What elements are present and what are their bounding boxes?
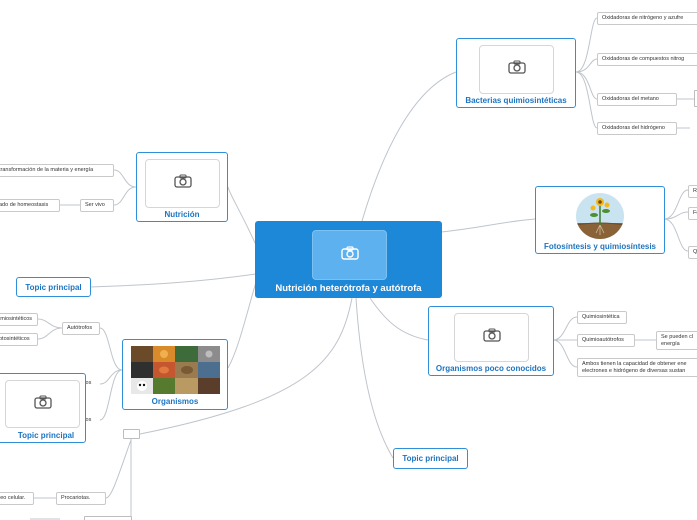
animals-collage [131, 346, 220, 394]
leaf-quimiosinteticos[interactable]: imiosintéticos [0, 313, 38, 326]
link-central-bacterias [361, 71, 457, 222]
camera-icon [33, 394, 52, 414]
topic-principal-left-box[interactable]: Topic principal [0, 373, 86, 443]
leaf-estado-homeostasis[interactable]: ado de homeostasis [0, 199, 60, 212]
leaf-fotosinteticos[interactable]: otosintéticos [0, 333, 38, 346]
central-title: Nutrición heterótrofa y autótrofa [275, 283, 422, 294]
camera-icon [507, 60, 526, 79]
leaf-oxidadoras-hidrogeno[interactable]: Oxidadoras del hidrógeno [597, 122, 677, 135]
leaf-quimioautotrofos[interactable]: Quimioautótrofos [577, 334, 635, 347]
leaf-fotosintesis-fo[interactable]: Fo [688, 207, 697, 220]
topic-left-image-placeholder [5, 380, 80, 428]
leaf-procariotas[interactable]: Procariotas. [56, 492, 106, 505]
organismos-poco-image-placeholder [454, 313, 529, 362]
topic-organismos-poco-conocidos[interactable]: Organismos poco conocidos [428, 306, 554, 376]
leaf-nucleo-celular[interactable]: leo celular. [0, 492, 34, 505]
leaf-fotosintesis-re[interactable]: Re [688, 185, 697, 198]
leaf-ambos-tienen[interactable]: Ambos tienen la capacidad de obtener ene… [577, 358, 697, 377]
nutricion-image-placeholder [145, 159, 220, 208]
topic-principal-bottom-right[interactable]: Topic principal [393, 448, 468, 469]
topic-organismos[interactable]: Organismos [122, 339, 228, 410]
collapsed-node[interactable] [694, 90, 697, 107]
central-topic[interactable]: Nutrición heterótrofa y autótrofa [255, 221, 442, 298]
link-central-topic-left [89, 273, 257, 288]
camera-icon [340, 245, 359, 265]
topic-fotosintesis-quimiosintesis[interactable]: Fotosíntesis y quimiosíntesis [535, 186, 665, 254]
organismos-poco-title: Organismos poco conocidos [435, 364, 547, 373]
bacterias-image-placeholder [479, 45, 554, 94]
link-central-organismos-poco [369, 297, 429, 341]
link-central-organismos [227, 281, 257, 369]
link-central-nutricion [227, 186, 257, 246]
leaf-ser-vivo[interactable]: Ser vivo [80, 199, 114, 212]
camera-icon [482, 328, 501, 347]
link-central-bottom [139, 297, 353, 435]
leaf-autotrofos[interactable]: Autótrofos [62, 322, 100, 335]
leaf-heterotrofos-1[interactable]: fos [84, 380, 92, 386]
bacterias-title: Bacterias quimiosintéticas [465, 96, 567, 105]
leaf-se-pueden-cl-energia[interactable]: Se pueden cl energía [656, 331, 697, 350]
leaf-fotosintesis-q[interactable]: Q [688, 246, 697, 259]
leaf-oxidadoras-metano[interactable]: Oxidadoras del metano [597, 93, 677, 106]
link-central-fotosintesis [440, 218, 536, 233]
link-central-topic-br [355, 297, 394, 459]
leaf-transformacion-materia-energia[interactable]: transformación de la materia y energía [0, 164, 114, 177]
organismos-title: Organismos [151, 397, 199, 406]
leaf-oxidadoras-compuestos-nitrog[interactable]: Oxidadoras de compuestos nitrog [597, 53, 697, 66]
cut-off-node[interactable] [84, 516, 132, 520]
leaf-heterotrofos-2[interactable]: fos [84, 417, 92, 423]
topic-nutricion[interactable]: Nutrición [136, 152, 228, 222]
collapsed-node[interactable] [123, 429, 140, 439]
leaf-quimiosintetica[interactable]: Quimiosintética [577, 311, 627, 324]
topic-left-box-title: Topic principal [17, 431, 75, 440]
topic-principal-left[interactable]: Topic principal [16, 277, 91, 297]
plant-photo [576, 193, 624, 239]
topic-bacterias-quimiosinteticas[interactable]: Bacterias quimiosintéticas [456, 38, 576, 108]
nutricion-title: Nutrición [164, 210, 200, 219]
leaf-oxidadoras-nitrogeno-azufre[interactable]: Oxidadoras de nitrógeno y azufre [597, 12, 697, 25]
central-image-placeholder [312, 230, 387, 280]
fotosintesis-title: Fotosíntesis y quimiosíntesis [543, 242, 657, 251]
camera-icon [173, 174, 192, 193]
